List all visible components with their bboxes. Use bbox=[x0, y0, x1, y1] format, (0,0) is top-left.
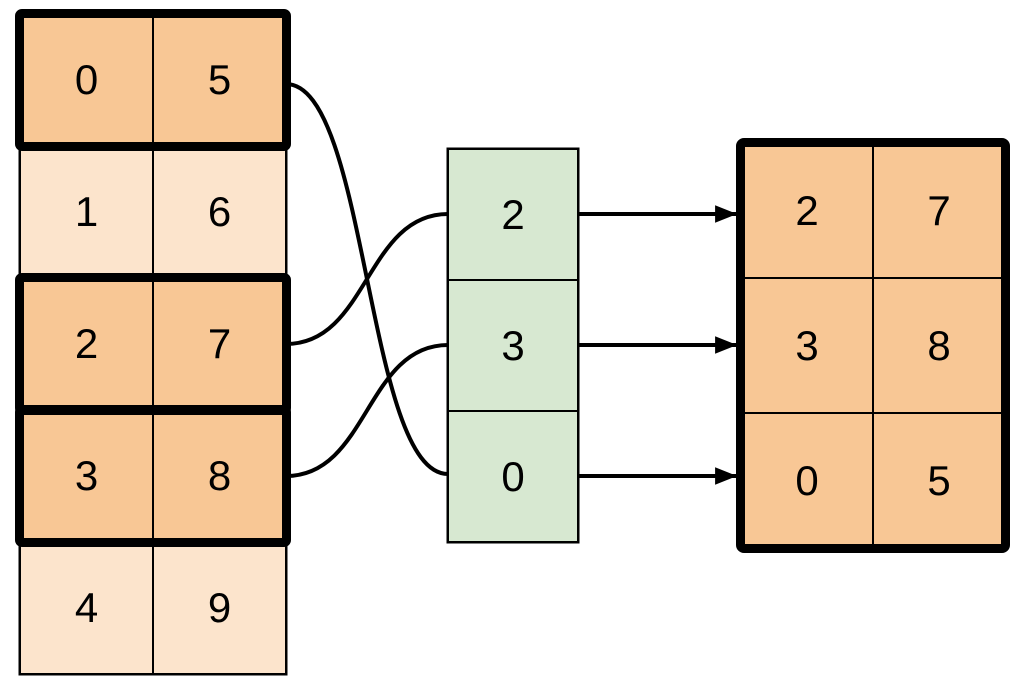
result-cell-r2c1: 5 bbox=[873, 413, 1005, 548]
source-cell-r0c0: 0 bbox=[20, 14, 153, 146]
index-cell-2: 0 bbox=[448, 411, 578, 542]
source-cell-r0c1: 5 bbox=[153, 14, 286, 146]
curve-source-row2-to-index-cell0 bbox=[285, 212, 449, 346]
curve-source-row3-to-index-cell1 bbox=[285, 343, 449, 478]
result-cell-r1c0: 3 bbox=[741, 278, 873, 413]
index-cell-1: 3 bbox=[448, 280, 578, 411]
curve-source-row0-to-index-cell2 bbox=[285, 82, 449, 476]
source-cell-r2c1: 7 bbox=[153, 278, 286, 410]
source-cell-r3c0: 3 bbox=[20, 410, 153, 542]
source-cell-r1c1: 6 bbox=[153, 146, 286, 278]
result-cell-r0c1: 7 bbox=[873, 143, 1005, 278]
result-cell-r1c1: 8 bbox=[873, 278, 1005, 413]
result-cell-r2c0: 0 bbox=[741, 413, 873, 548]
source-cell-r2c0: 2 bbox=[20, 278, 153, 410]
result-cell-r0c0: 2 bbox=[741, 143, 873, 278]
source-cell-r3c1: 8 bbox=[153, 410, 286, 542]
source-cell-r1c0: 1 bbox=[20, 146, 153, 278]
index-cell-0: 2 bbox=[448, 149, 578, 280]
source-cell-r4c1: 9 bbox=[153, 542, 286, 674]
source-cell-r4c0: 4 bbox=[20, 542, 153, 674]
